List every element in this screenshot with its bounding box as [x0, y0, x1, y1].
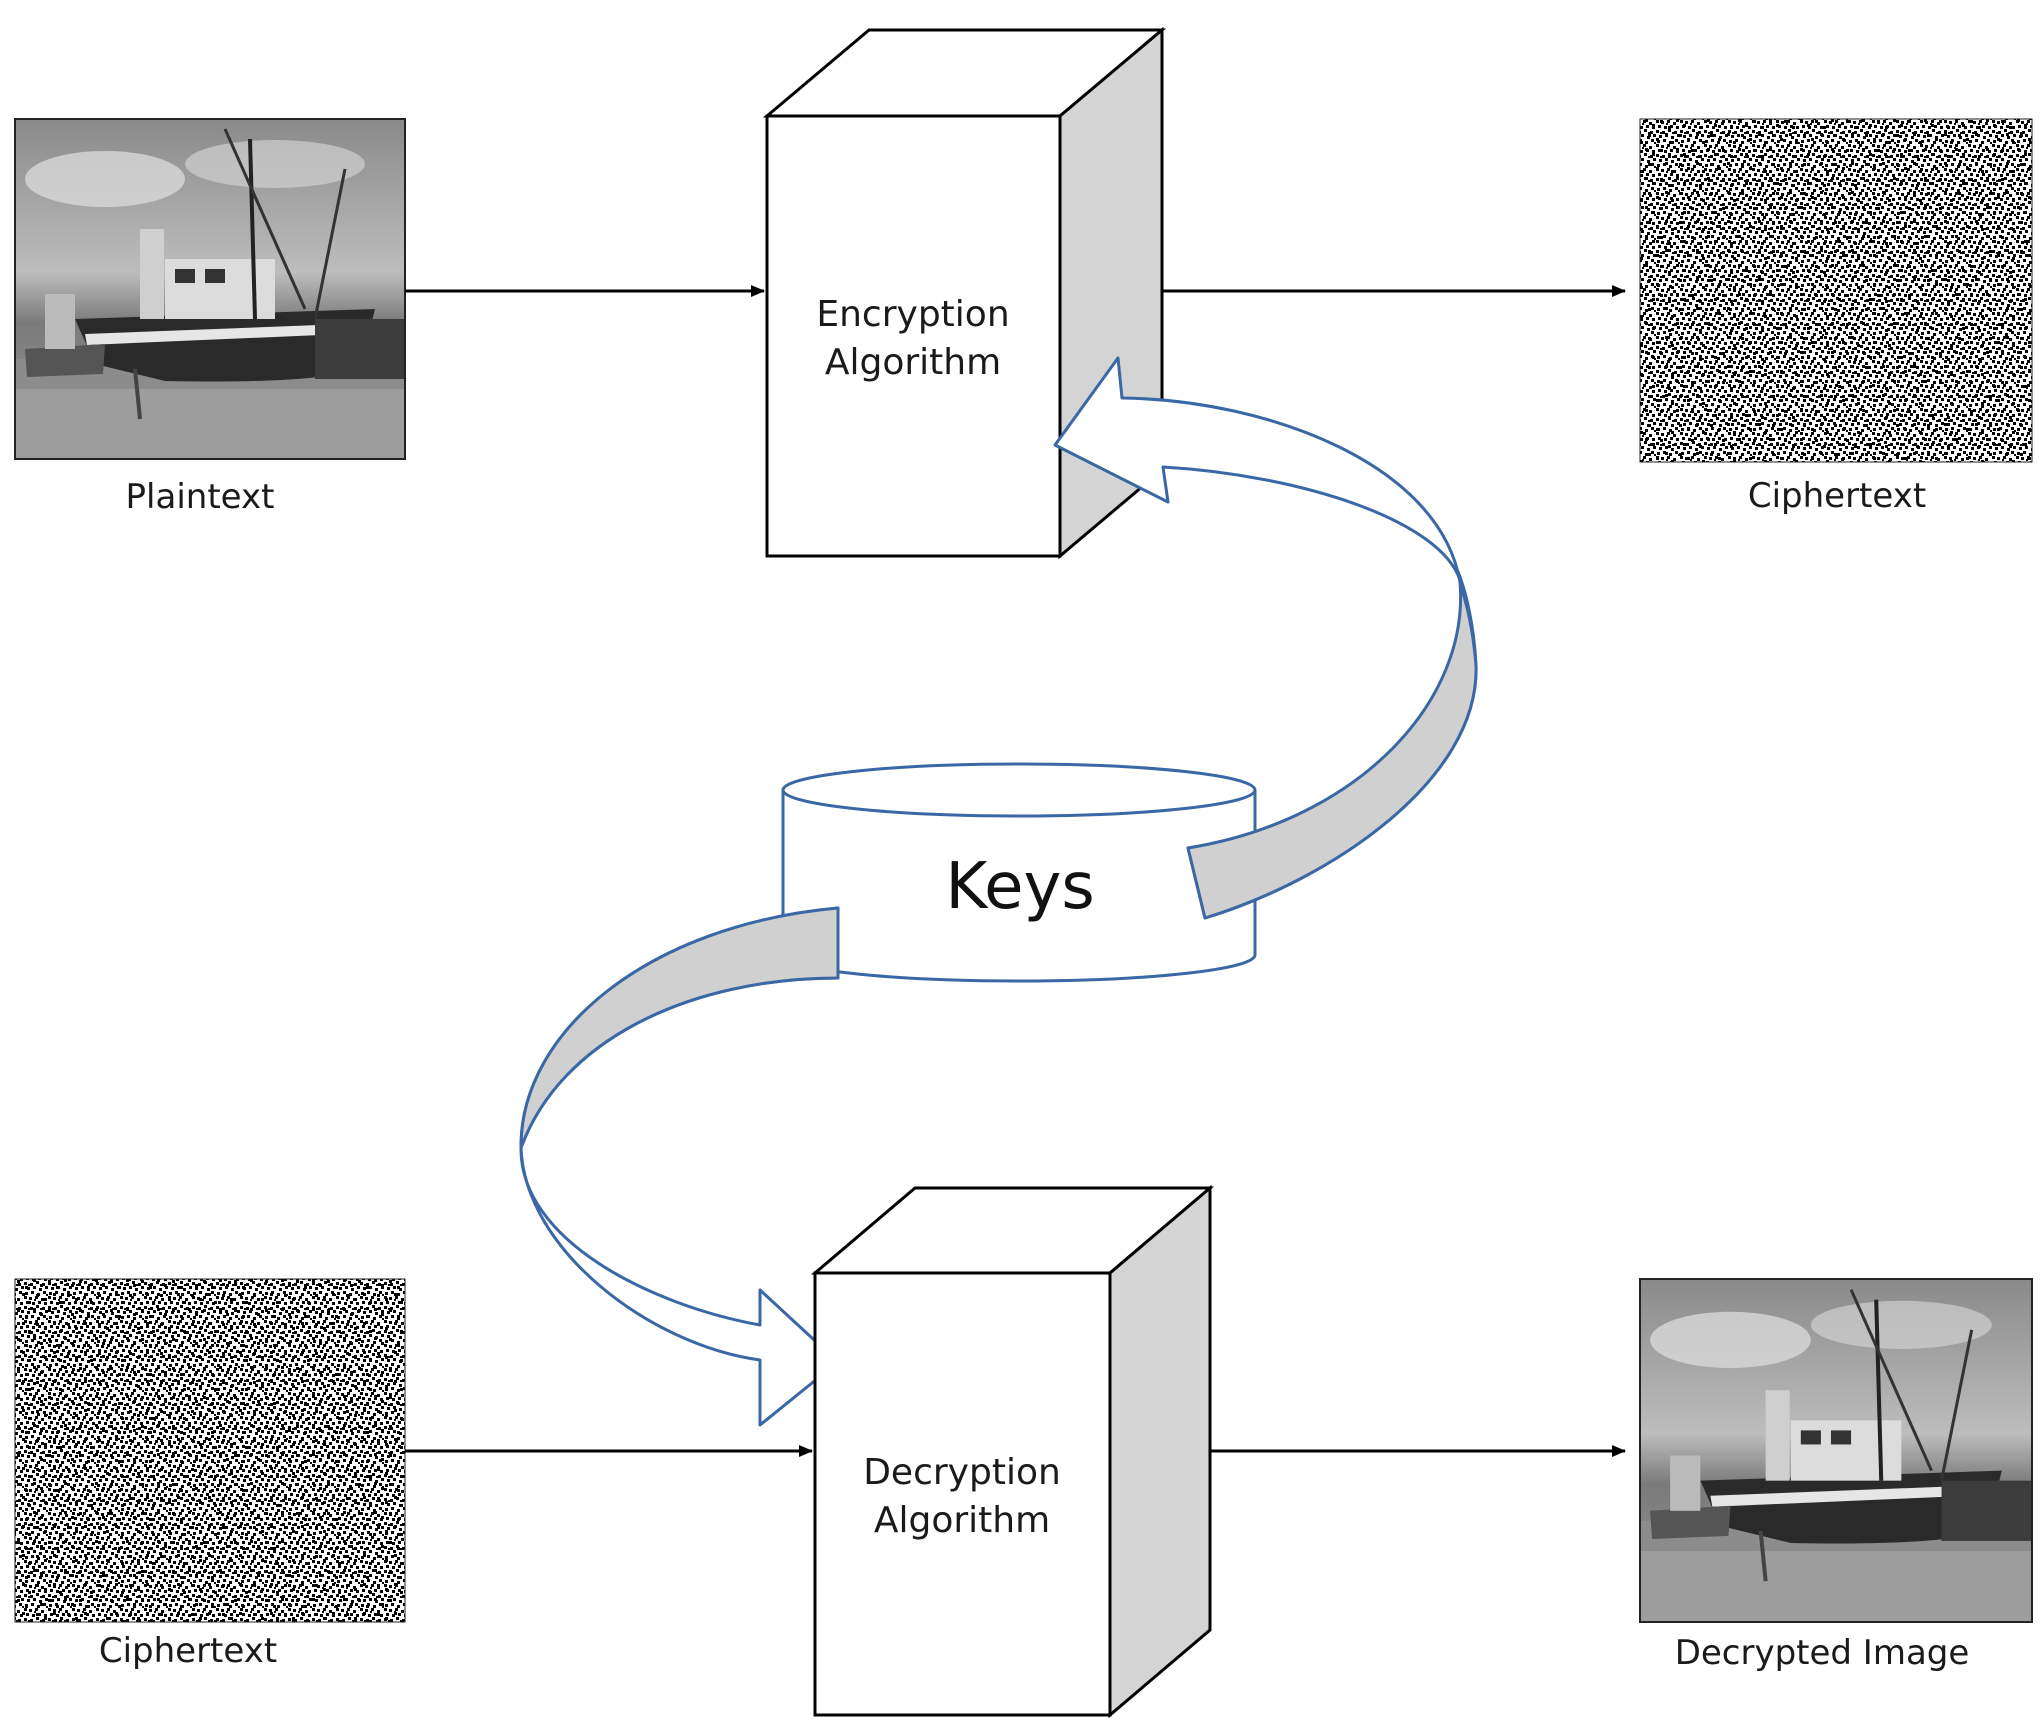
- encryption-label-line2: Algorithm: [825, 342, 1001, 383]
- ciphertext-input-label: Ciphertext: [99, 1631, 277, 1671]
- plaintext-image: [14, 118, 406, 460]
- decrypted-image: [1639, 1278, 2033, 1623]
- ciphertext-input-noise-overlay: [15, 1279, 405, 1622]
- keys-database: [781, 762, 1257, 983]
- decryption-algorithm-box: [810, 1184, 1215, 1719]
- plaintext-label: Plaintext: [126, 477, 275, 517]
- decrypted-image-label: Decrypted Image: [1675, 1633, 1970, 1673]
- ciphertext-noise-overlay: [1640, 119, 2032, 462]
- decryption-label-line2: Algorithm: [874, 1500, 1050, 1541]
- keys-to-decryption-arrow: [519, 906, 840, 1427]
- keys-to-encryption-arrow: [1053, 356, 1478, 920]
- encryption-label-line1: Encryption: [816, 294, 1009, 335]
- ciphertext-output-label: Ciphertext: [1748, 476, 1926, 516]
- encryption-algorithm-box: [762, 26, 1167, 560]
- decryption-label-line1: Decryption: [863, 1452, 1061, 1493]
- keys-label: Keys: [945, 850, 1094, 924]
